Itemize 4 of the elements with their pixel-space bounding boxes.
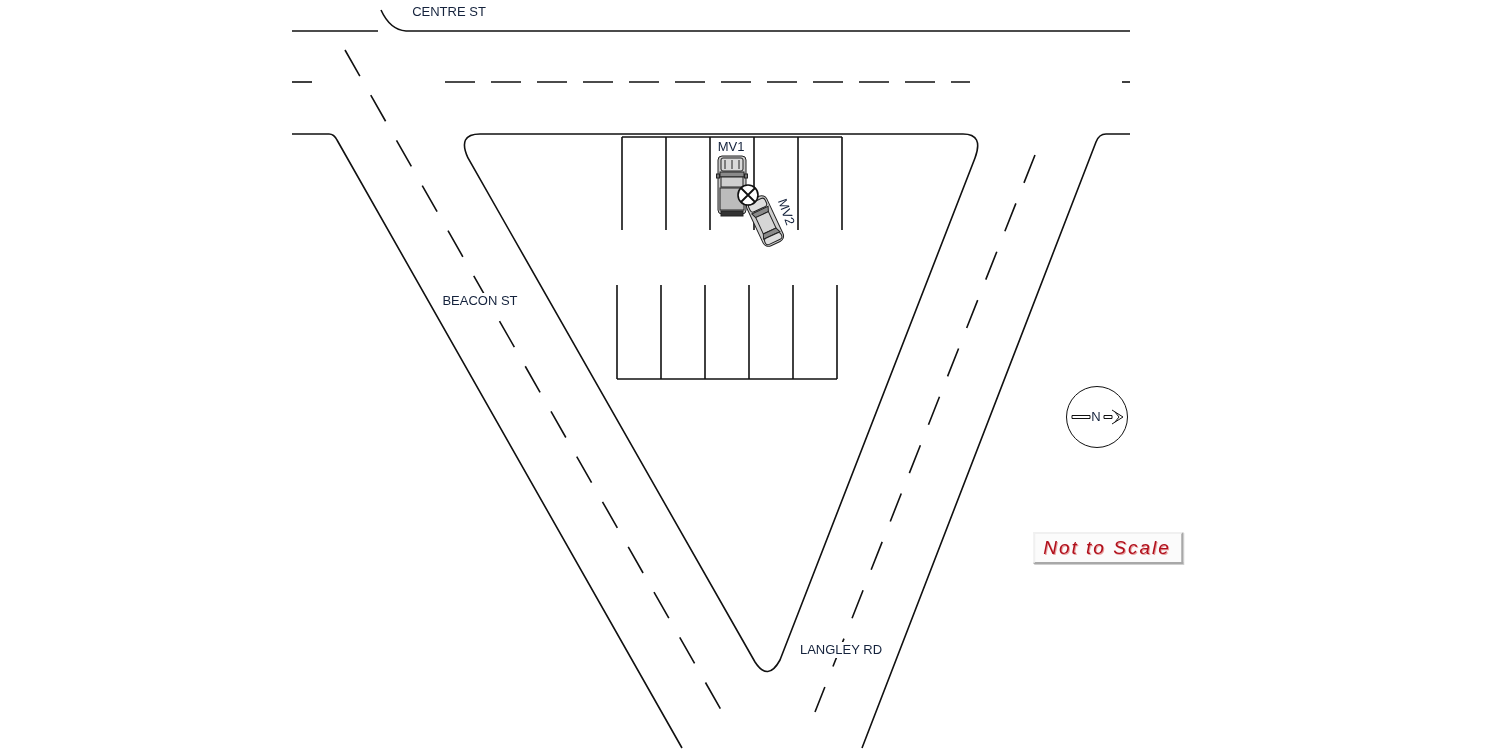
scale-note: Not to Scale	[1033, 532, 1183, 564]
vehicle-label: MV2	[773, 195, 799, 229]
vehicle-label: MV1	[716, 139, 746, 155]
compass-letter: N	[1090, 409, 1102, 425]
